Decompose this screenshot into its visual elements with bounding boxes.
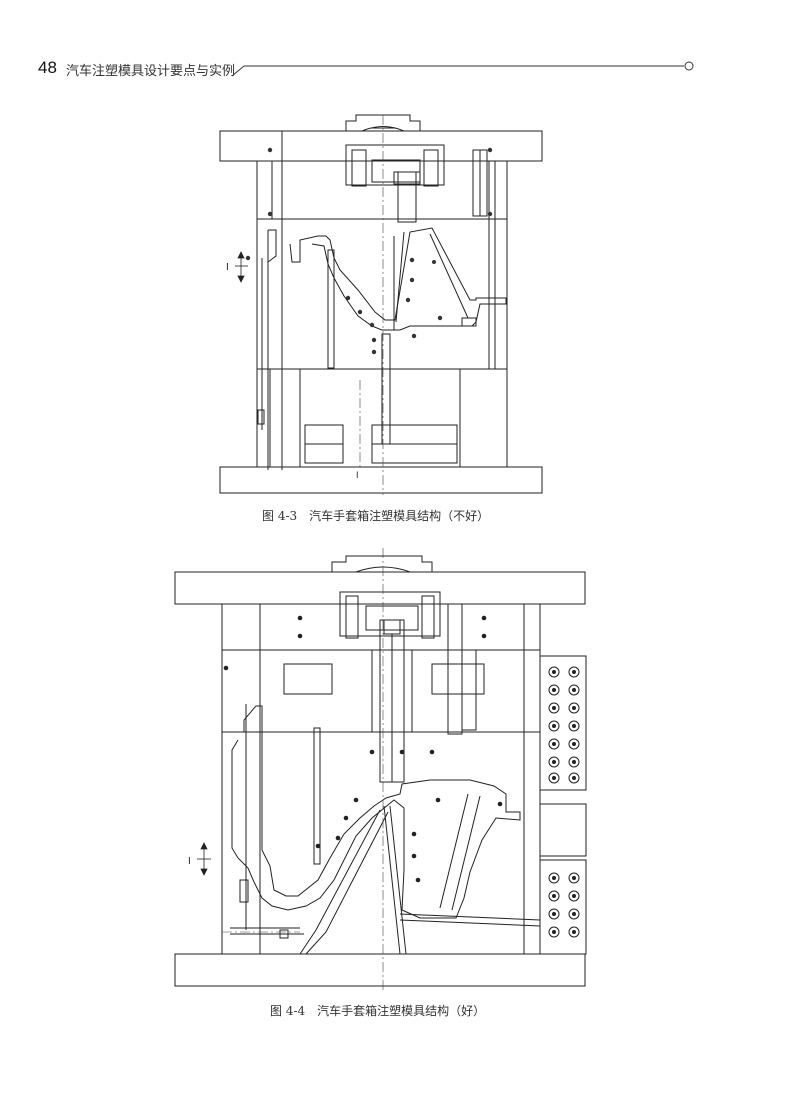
- page-number: 48: [38, 58, 57, 77]
- figure-4-3-caption: 图 4-3 汽车手套箱注塑模具结构（不好）: [262, 509, 490, 523]
- section-mark-left: I: [188, 856, 191, 867]
- figure-4-4-caption: 图 4-4 汽车手套箱注塑模具结构（好）: [270, 1004, 486, 1018]
- mold-drawing-fig-4-3: I I: [219, 114, 543, 495]
- header-rule: [231, 61, 694, 77]
- section-mark-bottom: I: [356, 470, 359, 480]
- section-mark-top: I: [226, 262, 229, 273]
- page-header: 48 汽车注塑模具设计要点与实例: [0, 0, 790, 90]
- running-title: 汽车注塑模具设计要点与实例: [66, 64, 236, 79]
- mold-drawing-fig-4-4: I: [174, 548, 587, 990]
